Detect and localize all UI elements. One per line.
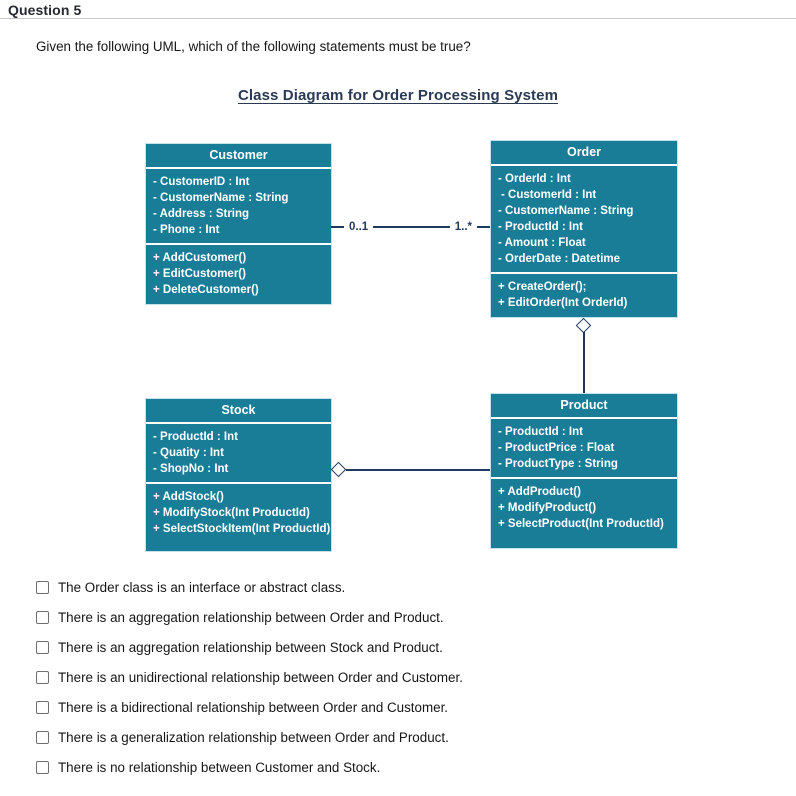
uml-methods-section: + AddCustomer() + EditCustomer() + Delet… (146, 245, 331, 304)
uml-method: + AddCustomer() (153, 252, 247, 264)
uml-method: + EditCustomer() (153, 268, 246, 280)
uml-methods-section: + AddStock() + ModifyStock(Int ProductId… (146, 484, 331, 551)
uml-attributes-section: - ProductId : Int - ProductPrice : Float… (491, 419, 677, 477)
uml-class-name: Product (491, 394, 677, 417)
association-customer-order: 0..1 1..* (331, 220, 490, 234)
uml-method: + CreateOrder(); (498, 281, 587, 293)
uml-attribute: - ProductId : Int (153, 431, 238, 443)
aggregation-diamond-stock-product (330, 461, 347, 478)
uml-class-product: Product - ProductId : Int - ProductPrice… (490, 393, 678, 549)
uml-attributes-section: - OrderId : Int - CustomerId : Int - Cus… (491, 166, 677, 272)
association-line-stock-product (346, 469, 490, 471)
answer-option-3[interactable]: There is an aggregation relationship bet… (36, 639, 463, 655)
uml-attributes-section: - CustomerID : Int - CustomerName : Stri… (146, 169, 331, 243)
uml-method: + AddProduct() (498, 486, 581, 498)
question-title: Question 5 (8, 2, 82, 18)
uml-method: + DeleteCustomer() (153, 284, 259, 296)
answer-option-label[interactable]: The Order class is an interface or abstr… (58, 579, 346, 595)
checkbox[interactable] (36, 760, 49, 774)
uml-class-customer: Customer - CustomerID : Int - CustomerNa… (145, 143, 332, 305)
uml-attribute: - Address : String (153, 208, 250, 220)
uml-class-name: Customer (146, 144, 331, 167)
uml-attribute: - Quatity : Int (153, 447, 224, 459)
association-line (331, 226, 344, 228)
answer-option-5[interactable]: There is a bidirectional relationship be… (36, 699, 463, 715)
checkbox[interactable] (36, 700, 49, 714)
uml-attribute: - ShopNo : Int (153, 463, 229, 475)
uml-attribute: - CustomerId : Int (501, 189, 597, 201)
uml-method: + AddStock() (153, 491, 224, 503)
checkbox[interactable] (36, 640, 49, 654)
checkbox[interactable] (36, 610, 49, 624)
answer-option-label[interactable]: There is an aggregation relationship bet… (58, 609, 444, 625)
uml-attribute: - ProductPrice : Float (498, 442, 615, 454)
uml-class-stock: Stock - ProductId : Int - Quatity : Int … (145, 398, 332, 552)
uml-method: + SelectStockItem(Int ProductId) (153, 523, 331, 535)
association-line (373, 226, 450, 228)
answer-option-7[interactable]: There is no relationship between Custome… (36, 759, 463, 775)
multiplicity-label-customer-end: 0..1 (349, 221, 369, 233)
answer-option-6[interactable]: There is a generalization relationship b… (36, 729, 463, 745)
checkbox[interactable] (36, 670, 49, 684)
uml-methods-section: + CreateOrder(); + EditOrder(Int OrderId… (491, 274, 677, 317)
uml-attribute: - Amount : Float (498, 237, 586, 249)
checkbox[interactable] (36, 730, 49, 744)
answer-option-4[interactable]: There is an unidirectional relationship … (36, 669, 463, 685)
uml-class-order: Order - OrderId : Int - CustomerId : Int… (490, 140, 678, 318)
question-header: Question 5 (0, 0, 796, 19)
answer-option-2[interactable]: There is an aggregation relationship bet… (36, 609, 463, 625)
uml-method: + ModifyProduct() (498, 502, 597, 514)
association-line (477, 226, 490, 228)
uml-attribute: - OrderDate : Datetime (498, 253, 621, 265)
multiplicity-label-order-end: 1..* (454, 221, 472, 233)
question-text: Given the following UML, which of the fo… (36, 39, 471, 54)
answer-option-label[interactable]: There is no relationship between Custome… (58, 759, 381, 775)
uml-method: + SelectProduct(Int ProductId) (498, 518, 664, 530)
uml-attribute: - ProductId : Int (498, 221, 583, 233)
uml-class-name: Order (491, 141, 677, 164)
answer-option-1[interactable]: The Order class is an interface or abstr… (36, 579, 463, 595)
answer-option-label[interactable]: There is a bidirectional relationship be… (58, 699, 449, 715)
uml-attributes-section: - ProductId : Int - Quatity : Int - Shop… (146, 424, 331, 482)
uml-methods-section: + AddProduct() + ModifyProduct() + Selec… (491, 479, 677, 548)
checkbox[interactable] (36, 580, 49, 594)
uml-method: + ModifyStock(Int ProductId) (153, 507, 310, 519)
uml-attribute: - CustomerName : String (153, 192, 289, 204)
uml-attribute: - ProductId : Int (498, 426, 583, 438)
uml-attribute: - OrderId : Int (498, 173, 571, 185)
uml-attribute: - CustomerID : Int (153, 176, 250, 188)
aggregation-diamond-order-product (575, 317, 592, 334)
uml-attribute: - CustomerName : String (498, 205, 634, 217)
diagram-title: Class Diagram for Order Processing Syste… (237, 87, 559, 104)
association-line-order-product (583, 332, 585, 393)
uml-attribute: - Phone : Int (153, 224, 220, 236)
answer-option-label[interactable]: There is an unidirectional relationship … (58, 669, 463, 685)
answer-options: The Order class is an interface or abstr… (36, 579, 463, 775)
uml-attribute: - ProductType : String (498, 458, 618, 470)
answer-option-label[interactable]: There is an aggregation relationship bet… (58, 639, 443, 655)
uml-method: + EditOrder(Int OrderId) (498, 297, 628, 309)
answer-option-label[interactable]: There is a generalization relationship b… (58, 729, 449, 745)
uml-class-name: Stock (146, 399, 331, 422)
